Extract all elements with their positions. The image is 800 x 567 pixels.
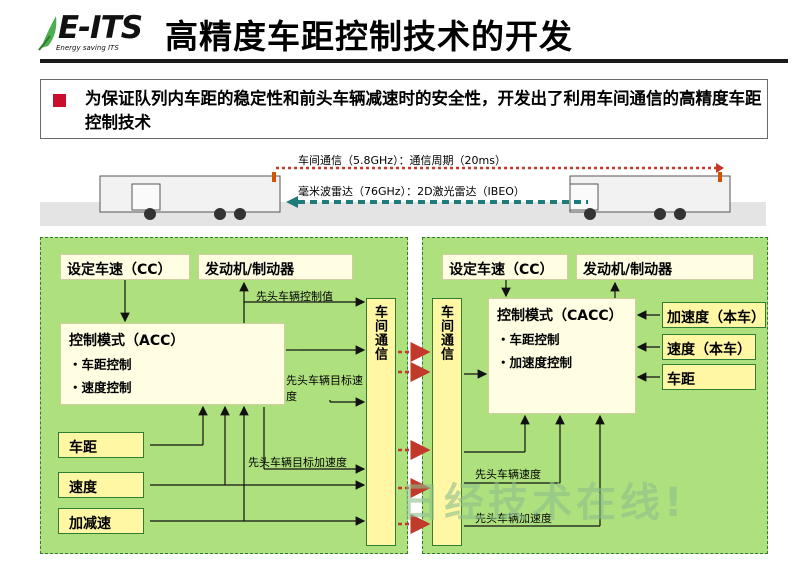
title-divider: [40, 59, 788, 63]
left-input-distance: 车距: [58, 432, 144, 458]
right-engine-box: 发动机/制动器: [576, 254, 754, 280]
truck-scene: 车间通信（5.8GHz）：通信周期（20ms） 毫米波雷达（76GHz）：2D激…: [40, 150, 766, 230]
right-input-distance: 车距: [662, 364, 756, 390]
left-signal-control: 先头车辆控制值: [256, 290, 333, 303]
right-signal-accel: 先头车辆加速度: [475, 512, 552, 525]
right-mode-box: 控制模式（CACC） ・车距控制 ・加速度控制: [488, 298, 636, 414]
intro-box: [40, 79, 768, 139]
left-signal-target-speed: 先头车辆目标速度: [286, 374, 363, 403]
bullet-square-icon: [53, 94, 66, 107]
left-input-speed: 速度: [58, 472, 144, 498]
left-signal-target-accel: 先头车辆目标加速度: [248, 456, 347, 469]
right-comm-label: 车间通信: [438, 305, 453, 361]
left-input-accel: 加减速: [58, 508, 144, 534]
radar-link-label: 毫米波雷达（76GHz）：2D激光雷达（IBEO）: [298, 185, 525, 198]
logo-text: E-ITS: [58, 10, 143, 46]
logo-leaf-icon: [38, 16, 57, 51]
left-mode-box: 控制模式（ACC） ・车距控制 ・速度控制: [60, 323, 285, 405]
watermark: 日经技术在线!: [400, 480, 687, 526]
logo-subtitle: Energy saving ITS: [56, 44, 119, 52]
right-comm-box: 车间通信: [432, 298, 462, 546]
left-mode-item: ・速度控制: [69, 380, 132, 395]
page-title: 高精度车距控制技术的开发: [165, 17, 573, 56]
right-cc-box: 设定车速（CC）: [442, 254, 568, 280]
left-mode-item: ・车距控制: [69, 357, 132, 372]
e-its-logo: E-ITS Energy saving ITS: [38, 10, 148, 56]
truck-left-icon: [99, 172, 281, 220]
right-mode-item: ・加速度控制: [497, 355, 573, 370]
right-mode-item: ・车距控制: [497, 332, 560, 347]
comm-link-label: 车间通信（5.8GHz）：通信周期（20ms）: [298, 154, 507, 167]
left-cc-box: 设定车速（CC）: [60, 254, 190, 280]
truck-right-icon: [569, 172, 731, 220]
right-input-accel: 加速度（本车）: [662, 302, 766, 328]
intro-text: 为保证队列内车距的稳定性和前头车辆减速时的安全性，开发出了利用车间通信的高精度车…: [85, 89, 762, 132]
left-mode-title: 控制模式（ACC）: [69, 333, 185, 349]
left-engine-box: 发动机/制动器: [198, 254, 353, 280]
left-comm-label: 车间通信: [372, 305, 387, 361]
right-input-speed: 速度（本车）: [662, 334, 756, 360]
right-mode-title: 控制模式（CACC）: [497, 308, 623, 324]
left-comm-box: 车间通信: [366, 298, 396, 546]
right-signal-speed: 先头车辆速度: [475, 468, 541, 481]
